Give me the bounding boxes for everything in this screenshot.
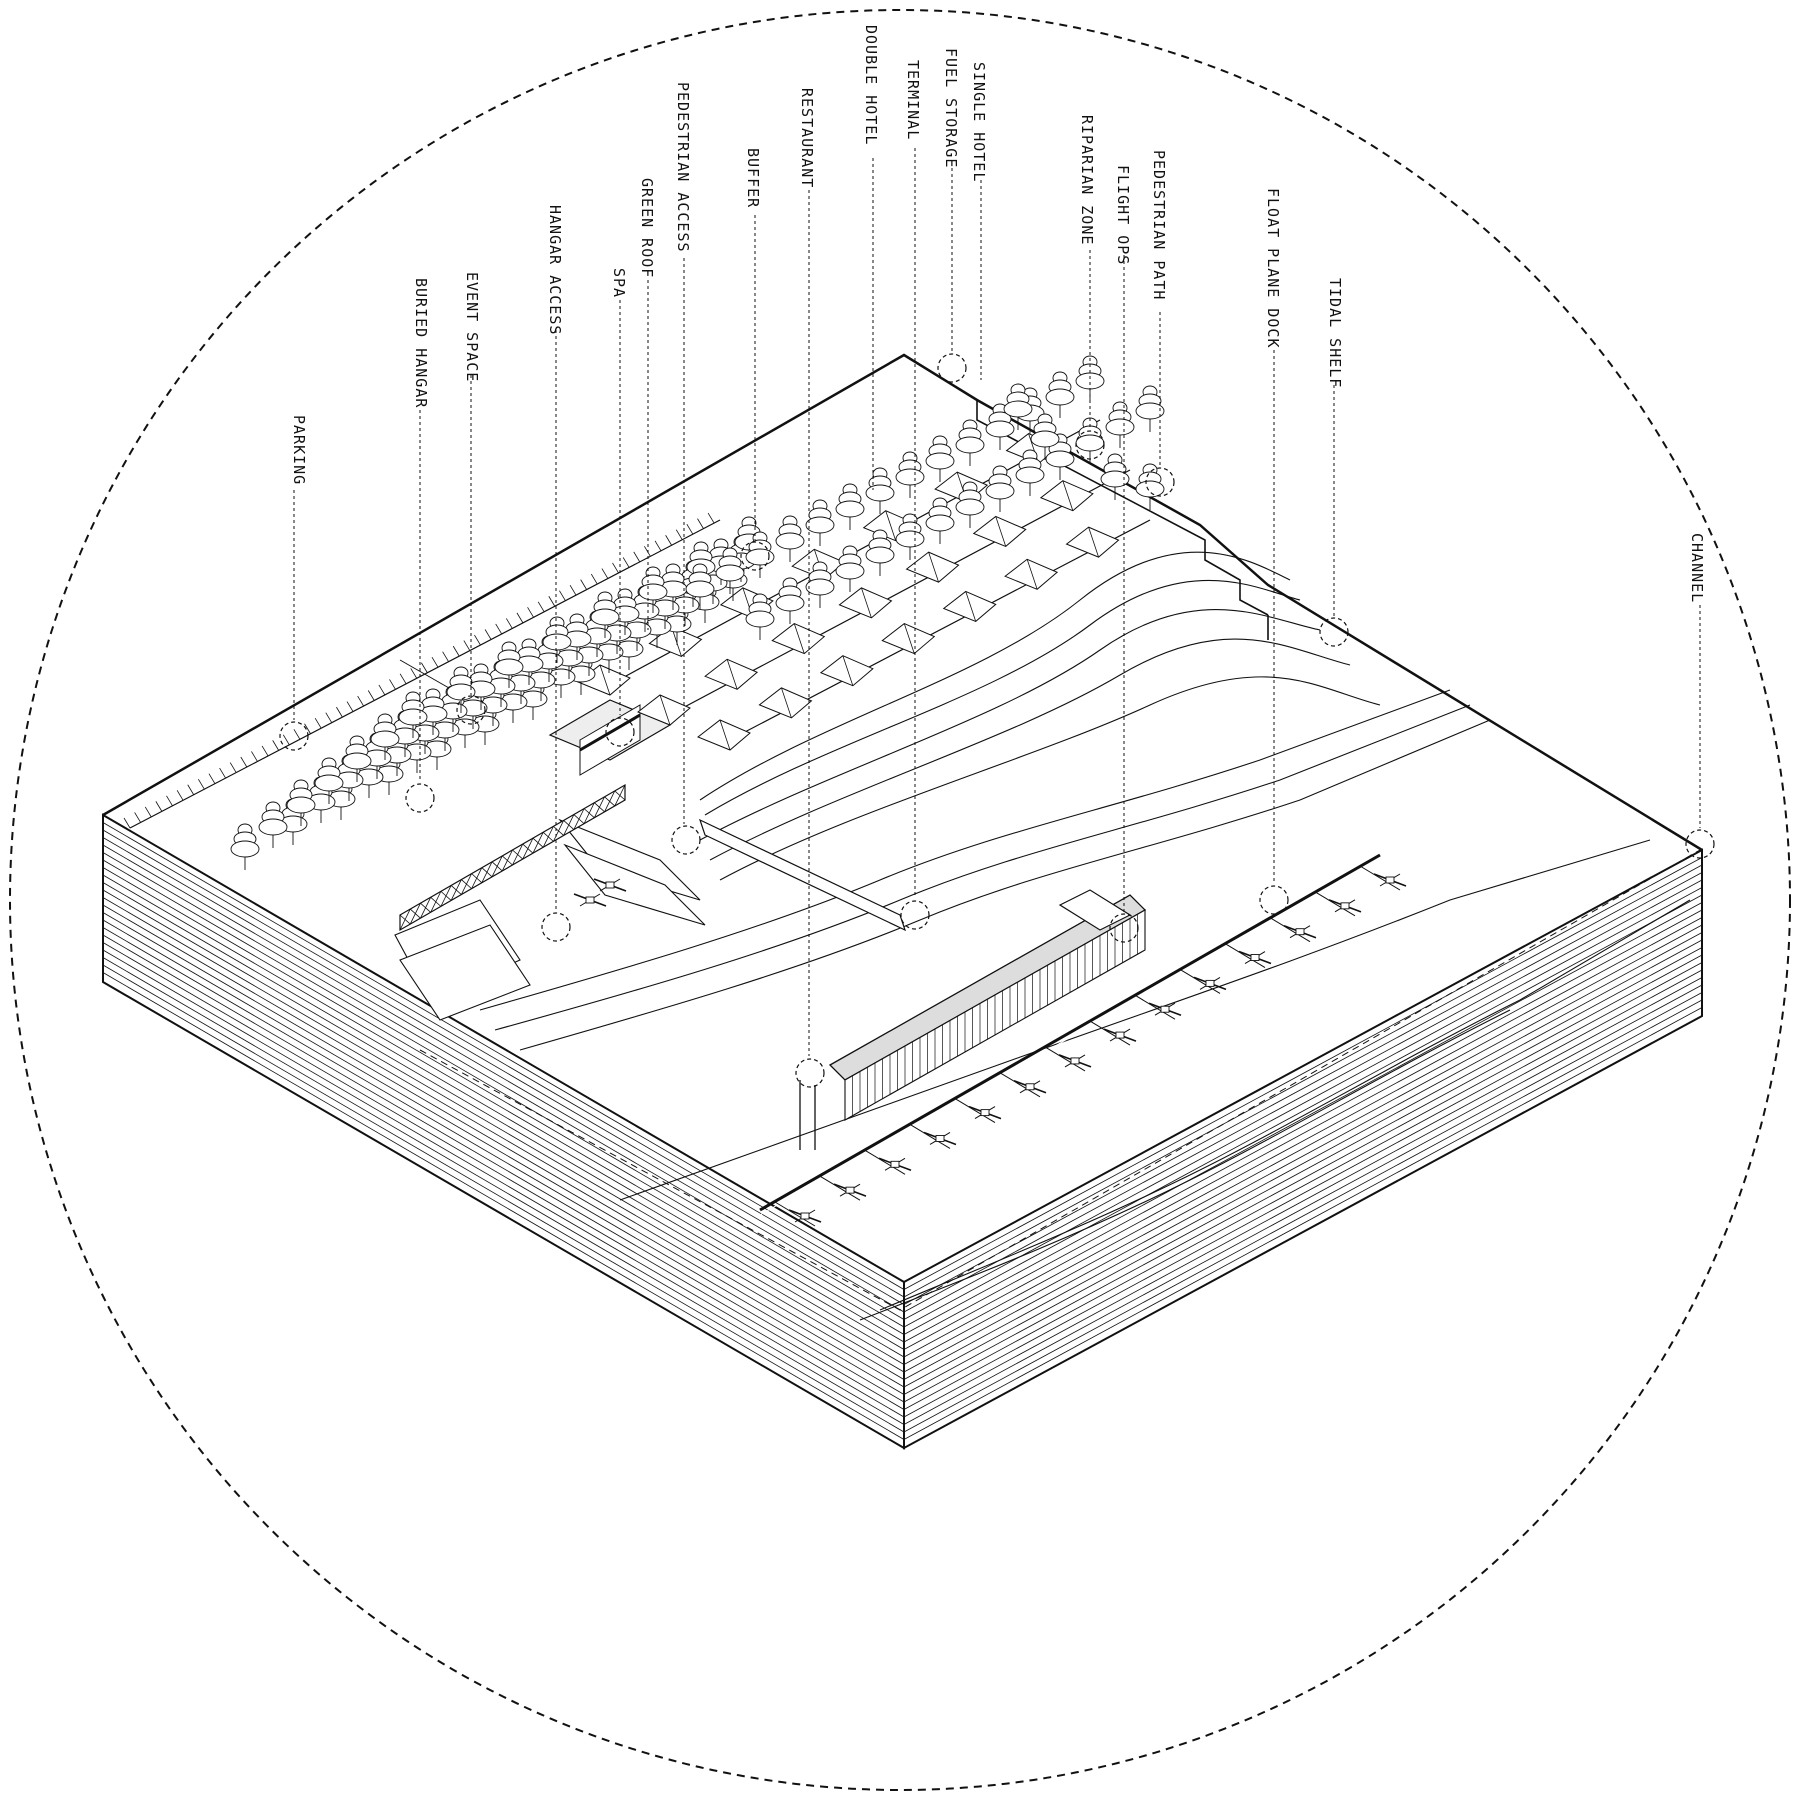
label-buffer-text: BUFFER (744, 148, 762, 208)
buried-hangar-truss (399, 783, 626, 932)
label-hangar-access-text: HANGAR ACCESS (546, 205, 564, 335)
block-top-outline (102, 353, 1703, 852)
label-double-hotel-text: DOUBLE HOTEL (862, 25, 880, 145)
label-pedestrian-path: PEDESTRIAN PATH (1145, 150, 1175, 497)
label-buried-hangar: BURIED HANGAR (405, 278, 435, 813)
label-tidal-shelf: TIDAL SHELF (1319, 278, 1349, 647)
label-parking-text: PARKING (290, 415, 308, 485)
block-right-face (903, 848, 1703, 1450)
pedestrian-bridge (698, 818, 907, 932)
spa-building (548, 699, 672, 776)
label-spa-text: SPA (610, 268, 628, 298)
label-spa: SPA (605, 268, 635, 747)
label-flight-ops-text: FLIGHT OPS (1114, 165, 1132, 265)
parking-strip (123, 512, 721, 829)
label-event-space: EVENT SPACE (456, 272, 486, 725)
label-event-space-text: EVENT SPACE (463, 272, 481, 382)
block-left-face (102, 813, 905, 1450)
strata-lines (102, 822, 1703, 1440)
label-terminal-text: TERMINAL (904, 60, 922, 140)
label-fuel-storage-text: FUEL STORAGE (942, 48, 960, 168)
label-tidal-shelf-text: TIDAL SHELF (1326, 278, 1344, 388)
label-restaurant-text: RESTAURANT (798, 88, 816, 188)
label-riparian-zone-text: RIPARIAN ZONE (1078, 115, 1096, 245)
label-flight-ops: FLIGHT OPS (1109, 165, 1139, 943)
label-float-plane-dock: FLOAT PLANE DOCK (1259, 188, 1289, 915)
label-hangar-access: HANGAR ACCESS (541, 205, 571, 942)
forest-trees (230, 355, 1165, 871)
label-layer: PARKING BURIED HANGAR EVENT SPACE HANGAR… (279, 25, 1715, 1088)
label-parking: PARKING (279, 415, 309, 751)
channel-line (419, 849, 1701, 1311)
label-buffer: BUFFER (740, 148, 770, 571)
label-single-hotel: SINGLE HOTEL (970, 62, 988, 380)
label-fuel-storage: FUEL STORAGE (937, 48, 967, 383)
label-double-hotel: DOUBLE HOTEL (862, 25, 880, 490)
label-green-roof-text: GREEN ROOF (638, 178, 656, 278)
label-pedestrian-access: PEDESTRIAN ACCESS (671, 82, 701, 855)
label-terminal: TERMINAL (900, 60, 930, 930)
label-channel: CHANNEL (1685, 533, 1715, 859)
label-pedestrian-path-text: PEDESTRIAN PATH (1150, 150, 1168, 300)
label-pedestrian-access-text: PEDESTRIAN ACCESS (674, 82, 692, 253)
label-restaurant: RESTAURANT (795, 88, 825, 1088)
label-buried-hangar-text: BURIED HANGAR (412, 278, 430, 408)
site-block (102, 353, 1703, 1450)
label-riparian-zone: RIPARIAN ZONE (1075, 115, 1105, 460)
label-single-hotel-text: SINGLE HOTEL (970, 62, 988, 182)
outer-dashed-circle (9, 9, 1791, 1791)
terrace-steps (976, 400, 1269, 616)
float-plane-dock (759, 853, 1407, 1227)
label-green-roof: GREEN ROOF (638, 178, 656, 630)
label-channel-text: CHANNEL (1688, 533, 1706, 603)
hillside-terraces (394, 818, 706, 1021)
label-float-plane-dock-text: FLOAT PLANE DOCK (1264, 188, 1282, 349)
